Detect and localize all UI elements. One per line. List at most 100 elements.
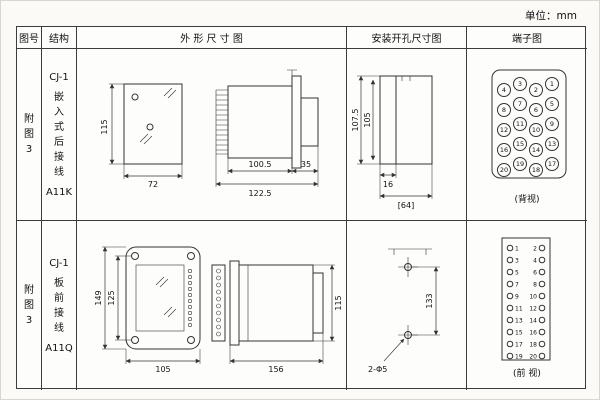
terminal-circle: [529, 103, 543, 117]
terminal-number: 15: [516, 140, 524, 148]
terminal-circle: [545, 137, 559, 151]
header-outline: 外 形 尺 寸 图: [77, 27, 347, 49]
terminal-circle: [513, 97, 527, 111]
structure-line: 嵌: [54, 91, 64, 103]
dim-body-depth: 100.5: [248, 160, 271, 169]
terminal-number: 5: [550, 100, 554, 108]
dim-front-height: 115: [100, 119, 109, 134]
terminal-circle: [513, 157, 527, 171]
outline-drawing-a11q: 149 125 105: [94, 246, 343, 374]
terminal-number: 7: [518, 100, 522, 108]
dim-body-length: 156: [268, 365, 283, 374]
front-view: [123, 83, 182, 164]
terminal-number: 1: [550, 80, 554, 88]
terminal-circle: [506, 292, 514, 300]
terminal-number: 12: [529, 305, 537, 312]
unit-label: 单位：mm: [525, 10, 577, 22]
row2-structure: CJ-1 板 前 接 线 A11Q: [42, 221, 77, 390]
structure-line: CJ-1: [49, 71, 69, 83]
mounting-drawing-a11q: 133 2-Φ5: [368, 248, 440, 374]
terminal-number: 8: [533, 281, 537, 288]
terminal-number: 18: [532, 166, 540, 174]
terminal-number: 11: [516, 120, 524, 128]
terminal-circle: [506, 340, 514, 348]
terminal-circle: [545, 77, 559, 91]
fig-line: 附: [24, 114, 34, 125]
terminal-circle: [529, 83, 543, 97]
cutout-dims: 107.5 105 16 [64]: [351, 75, 432, 210]
row1-outline-cell: 115 72 100.5: [77, 49, 347, 221]
hole-diameter-label: 2-Φ5: [368, 365, 387, 374]
front-view-dims: 115 72: [100, 83, 182, 189]
terminal-number: 10: [529, 293, 537, 300]
structure-line: 入: [54, 106, 64, 118]
face-view: [125, 246, 200, 349]
structure-line: 板: [54, 277, 64, 289]
terminal-number: 6: [534, 106, 538, 114]
terminal-circle: [529, 123, 543, 137]
terminal-number: 9: [515, 293, 519, 300]
outline-drawing-a11k: 115 72 100.5: [100, 69, 318, 198]
terminal-number: 19: [515, 353, 523, 360]
terminal-circle: [538, 304, 546, 312]
terminal-number: 1: [515, 245, 519, 252]
structure-line: 线: [54, 166, 64, 178]
terminal-number: 14: [529, 317, 537, 324]
structure-line: A11Q: [45, 342, 73, 354]
row1-fig-no: 附 图 3: [17, 49, 42, 221]
side-view: [215, 69, 318, 168]
row1-structure: CJ-1 嵌 入 式 后 接 线 A11K: [42, 49, 77, 221]
terminal-number: 4: [502, 86, 506, 94]
terminal-circle: [538, 280, 546, 288]
spec-table: 图号 结构 外 形 尺 寸 图 安装开孔尺寸图 端子图 附 图 3 CJ-1 嵌…: [16, 26, 587, 390]
terminal-number: 17: [548, 160, 556, 168]
structure-line: 后: [54, 136, 64, 148]
terminal-view-caption: (前 视): [513, 369, 541, 379]
dim-cutout-height-inner: 105: [363, 112, 372, 127]
terminal-circle: [513, 137, 527, 151]
terminal-circle: [538, 352, 546, 360]
header-fig-no: 图号: [17, 27, 42, 49]
terminal-circle: [538, 328, 546, 336]
header-terminal: 端子图: [467, 27, 587, 49]
terminal-number: 10: [532, 126, 540, 134]
terminal-number: 11: [515, 305, 523, 312]
terminal-number: 20: [500, 166, 508, 174]
terminal-circle: [506, 256, 514, 264]
terminal-circle: [545, 157, 559, 171]
terminal-circle: [513, 117, 527, 131]
terminal-circle: [506, 268, 514, 276]
terminal-view-caption: (背视): [514, 195, 540, 205]
terminal-circle: [497, 143, 511, 157]
terminal-number: 14: [532, 146, 540, 154]
header-mounting: 安装开孔尺寸图: [347, 27, 467, 49]
terminal-circle: [506, 244, 514, 252]
dim-cutout-offset: 16: [382, 180, 392, 189]
panel-cutout: [379, 75, 432, 164]
terminal-number: 4: [533, 257, 537, 264]
terminal-number: 2: [534, 86, 538, 94]
dim-cutout-width: [64]: [397, 201, 413, 210]
fig-line: 图: [24, 129, 34, 140]
dim-total-depth: 122.5: [248, 189, 271, 198]
dim-hole-spacing: 133: [425, 293, 434, 308]
terminal-number: 12: [500, 126, 508, 134]
terminal-circle: [506, 316, 514, 324]
terminal-number: 5: [515, 269, 519, 276]
dim-body-height: 115: [334, 295, 343, 310]
terminal-circle: [538, 316, 546, 324]
terminal-circle: [513, 77, 527, 91]
dim-face-height-outer: 149: [94, 290, 103, 305]
dim-rear-depth: 35: [300, 160, 310, 169]
fig-line: 3: [25, 315, 33, 326]
terminal-circle: [506, 328, 514, 336]
terminal-circle: [506, 352, 514, 360]
side-view-dims: 156 115: [229, 264, 343, 374]
terminal-circle: [497, 83, 511, 97]
terminal-circle: [506, 304, 514, 312]
